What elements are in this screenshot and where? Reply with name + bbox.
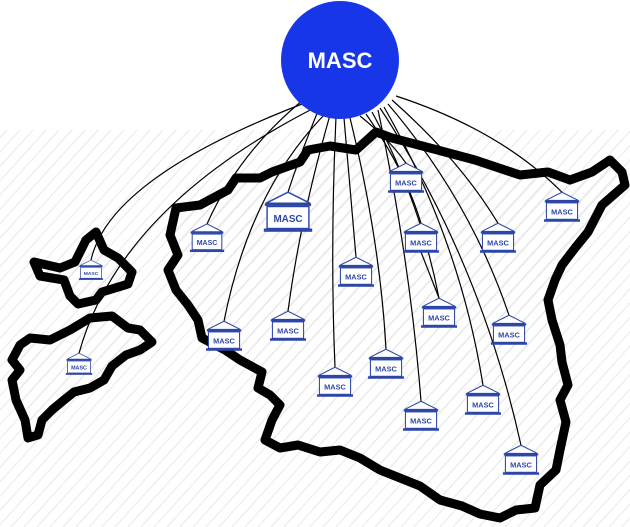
masc-node: MASC [420, 297, 458, 329]
masc-node-label: MASC [375, 364, 397, 373]
masc-node-label: MASC [487, 238, 509, 247]
masc-node-label: MASC [345, 272, 367, 281]
connection-line [343, 117, 357, 258]
masc-node-label: MASC [213, 336, 235, 345]
connection-line [420, 251, 440, 299]
masc-node-label: MASC [197, 240, 218, 247]
masc-node-label: MASC [410, 238, 432, 247]
masc-node: MASC [402, 400, 440, 432]
connection-line [379, 107, 522, 446]
connection-line [206, 95, 309, 225]
hub-node: MASC [281, 1, 399, 119]
masc-node: MASC [78, 259, 104, 281]
masc-node-label: MASC [428, 313, 450, 322]
masc-node: MASC [479, 222, 517, 254]
hub-circle [281, 1, 399, 119]
connection-line [387, 103, 510, 316]
masc-node: MASC [205, 320, 243, 352]
masc-node: MASC [316, 366, 354, 398]
masc-node: MASC [402, 222, 440, 254]
bank-building-icon [189, 223, 225, 253]
connection-line [377, 109, 422, 402]
masc-node: MASC [367, 348, 405, 380]
north-island-border [29, 227, 137, 309]
masc-node: MASC [263, 191, 313, 233]
connection-line [391, 99, 499, 224]
connection-line [395, 95, 563, 193]
hub-label: MASC [308, 48, 373, 73]
masc-node: MASC [464, 384, 502, 416]
masc-node-label: MASC [71, 365, 87, 371]
masc-node-label: MASC [510, 460, 532, 469]
masc-node: MASC [387, 162, 425, 194]
masc-node-label: MASC [551, 207, 573, 216]
masc-node-label: MASC [324, 382, 346, 391]
masc-node: MASC [502, 444, 540, 476]
masc-node: MASC [269, 310, 307, 342]
masc-node: MASC [490, 314, 528, 346]
masc-nodes: MASC MASC MASC MASC MASC MASC MASC MASC MASC MASC… [65, 162, 581, 476]
masc-node: MASC [189, 223, 225, 253]
masc-node: MASC [543, 191, 581, 223]
masc-node: MASC [65, 352, 93, 376]
masc-node-label: MASC [395, 178, 417, 187]
masc-node: MASC [337, 256, 375, 288]
masc-node-label: MASC [472, 400, 494, 409]
masc-node-label: MASC [277, 326, 299, 335]
mainland-border [163, 127, 630, 523]
south-island-border [7, 311, 157, 443]
masc-node-label: MASC [410, 416, 432, 425]
connection-line [223, 112, 327, 322]
masc-node-label: MASC [273, 214, 302, 225]
map-outline [7, 127, 630, 523]
masc-node-label: MASC [84, 271, 99, 277]
connection-lines [78, 95, 563, 446]
masc-node-label: MASC [498, 330, 520, 339]
